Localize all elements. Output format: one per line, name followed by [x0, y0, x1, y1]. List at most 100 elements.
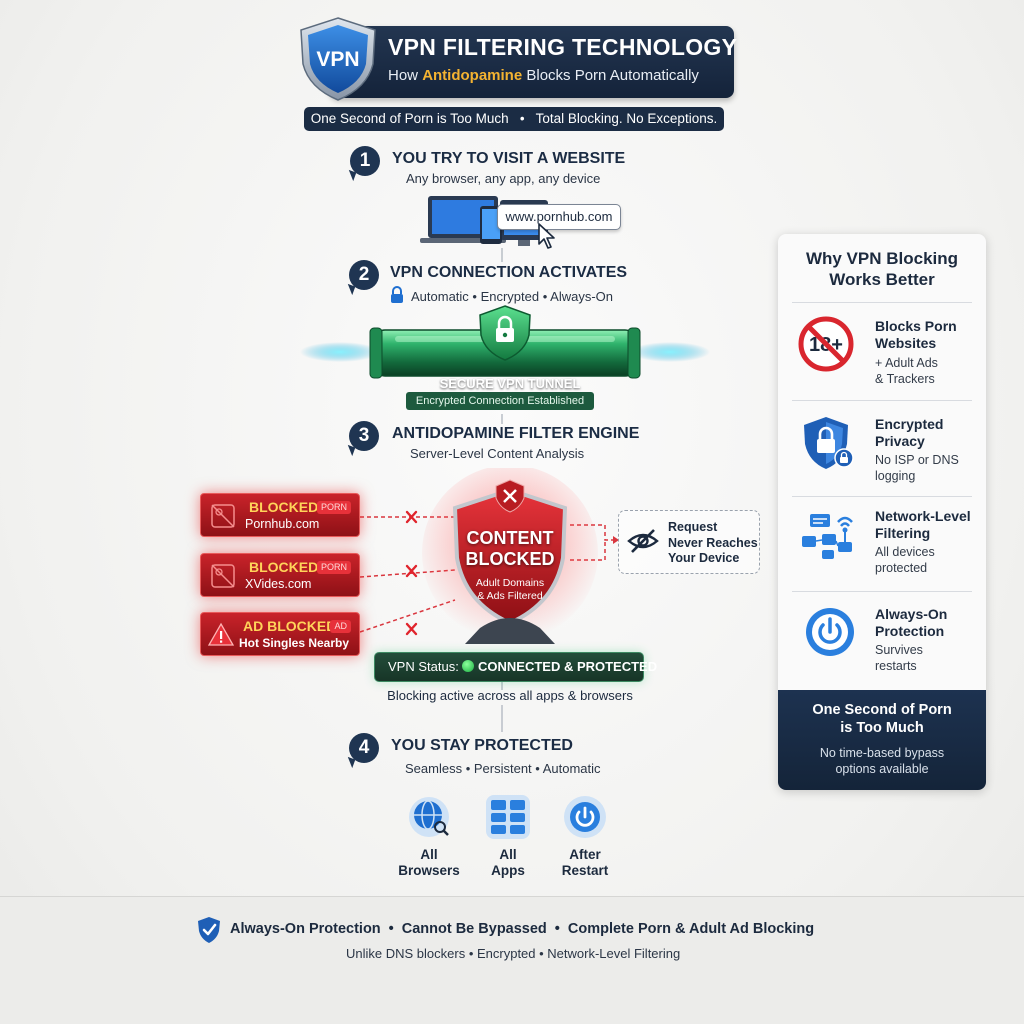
request-note-line2: Never Reaches [668, 535, 758, 550]
feature-line: All [420, 847, 438, 862]
step-1-subtitle: Any browser, any app, any device [406, 171, 601, 186]
power-icon [806, 608, 854, 656]
vpn-status-bar [374, 652, 644, 682]
footer-separator: • [388, 921, 394, 937]
pi-sub-line2: restarts [875, 659, 917, 673]
blocked-card-title: BLOCKED [249, 499, 319, 515]
footer-item: Complete Porn & Adult Ad Blocking [567, 921, 815, 937]
pi-title-line2: Protection [875, 623, 945, 639]
feature-line: Apps [491, 863, 525, 878]
pi-sub-line2: protected [875, 561, 928, 575]
pi-title-line1: Blocks Porn [875, 318, 957, 334]
pi-title-line2: Privacy [875, 433, 925, 449]
panel-divider [792, 496, 972, 497]
feature-line: Browsers [398, 863, 460, 878]
footer-subtitle: Unlike DNS blockers • Encrypted • Networ… [346, 946, 681, 961]
category-badge: PORN [316, 501, 351, 514]
header-banner [330, 26, 734, 98]
blocked-card-xvides: BLOCKED PORN XVides.com [200, 553, 360, 597]
no-18-plus-icon: 18+ [798, 316, 854, 372]
panel-divider [792, 591, 972, 592]
step-3-subtitle: Server-Level Content Analysis [410, 446, 585, 461]
panel-title-line1: Why VPN Blocking [805, 249, 959, 268]
panel-footer-subtitle: No time-based bypass options available [790, 745, 974, 777]
cursor-icon [538, 223, 555, 249]
pf-title-line1: One Second of Porn [812, 702, 952, 718]
tunnel-label: SECURE VPN TUNNEL [439, 376, 581, 391]
panel-footer [778, 690, 986, 790]
panel-divider [792, 302, 972, 303]
content-blocked-sub1: Adult Domains [475, 577, 545, 589]
step-2-number: 2 [349, 260, 379, 290]
shield-check-icon [198, 917, 220, 943]
step-2-subtitle: Automatic • Encrypted • Always-On [411, 289, 614, 304]
pi-sub-line1: + Adult Ads [875, 356, 938, 370]
footer-item: Always-On Protection [230, 921, 381, 937]
pi-title-line1: Always-On [875, 606, 948, 622]
pf-sub-line1: No time-based bypass [819, 746, 945, 760]
content-blocked-subtitle: Adult Domains& Ads Filtered [455, 577, 565, 603]
vpn-status-label: VPN Status: [388, 659, 459, 674]
pi-title-line1: Network-Level [875, 508, 971, 524]
footer-highlights: Always-On Protection • Cannot Be Bypassed •… [230, 921, 814, 937]
network-devices-icon [802, 514, 853, 559]
pf-sub-line2: options available [835, 762, 929, 776]
step-4-subtitle: Seamless • Persistent • Automatic [405, 761, 601, 776]
page-subtitle: How Antidopamine Blocks Porn Automatical… [388, 67, 699, 84]
panel-item-subtitle: No ISP or DNS logging [875, 452, 959, 484]
pi-sub-line1: No ISP or DNS [875, 453, 959, 467]
url-bar[interactable]: www.pornhub.com [497, 204, 621, 230]
step-1-number: 1 [350, 146, 380, 176]
content-blocked-line1: CONTENT [466, 528, 554, 548]
page-title: VPN FILTERING TECHNOLOGY [388, 34, 738, 60]
status-indicator-icon [462, 660, 474, 672]
blocked-card-ad: AD BLOCKED AD Hot Singles Nearby [200, 612, 360, 656]
power-icon [564, 796, 606, 838]
eye-slash-icon [627, 529, 659, 553]
step-4-number: 4 [349, 733, 379, 763]
pi-sub-line1: All devices [875, 545, 935, 559]
blocked-site-name: Hot Singles Nearby [239, 636, 350, 650]
warning-icon [207, 622, 235, 646]
brand-name: Antidopamine [422, 67, 523, 84]
globe-icon [409, 797, 449, 837]
step-4-title: YOU STAY PROTECTED [391, 737, 573, 754]
content-blocked-sub2: & Ads Filtered [477, 590, 543, 602]
status-note: Blocking active across all apps & browse… [387, 688, 633, 703]
footer-item: Cannot Be Bypassed [401, 921, 547, 937]
blocked-site-icon [211, 504, 235, 528]
feature-line: Restart [561, 863, 609, 878]
panel-title-line2: Works Better [829, 270, 935, 289]
pi-sub-line2: & Trackers [875, 372, 935, 386]
panel-item-subtitle: Survives restarts [875, 642, 923, 674]
blocked-site-icon [211, 564, 235, 588]
footer-separator: • [554, 921, 560, 937]
footer-divider [0, 896, 1024, 897]
feature-line: After [569, 847, 601, 862]
blocked-card-title: AD BLOCKED [243, 618, 337, 634]
subtitle-prefix: How [388, 67, 423, 84]
tagline-banner: One Second of Porn is Too Much • Total B… [304, 107, 724, 131]
pi-title-line2: Websites [875, 335, 937, 351]
blocked-site-name: XVides.com [245, 577, 312, 591]
vpn-tunnel-graphic [300, 305, 710, 379]
subtitle-suffix: Blocks Porn Automatically [522, 67, 699, 84]
request-note-line1: Request [668, 520, 718, 534]
step-2-title: VPN CONNECTION ACTIVATES [390, 264, 628, 281]
blocked-card-title: BLOCKED [249, 559, 319, 575]
pi-sub-line2: logging [875, 469, 916, 483]
pi-sub-line1: Survives [875, 643, 923, 657]
blocked-site-name: Pornhub.com [245, 517, 320, 531]
tunnel-sublabel: Encrypted Connection Established [406, 392, 594, 410]
shield-lock-icon [804, 417, 854, 469]
vpn-logo-text: VPN [316, 48, 359, 71]
blocked-card-pornhub: BLOCKED PORN Pornhub.com [200, 493, 360, 537]
